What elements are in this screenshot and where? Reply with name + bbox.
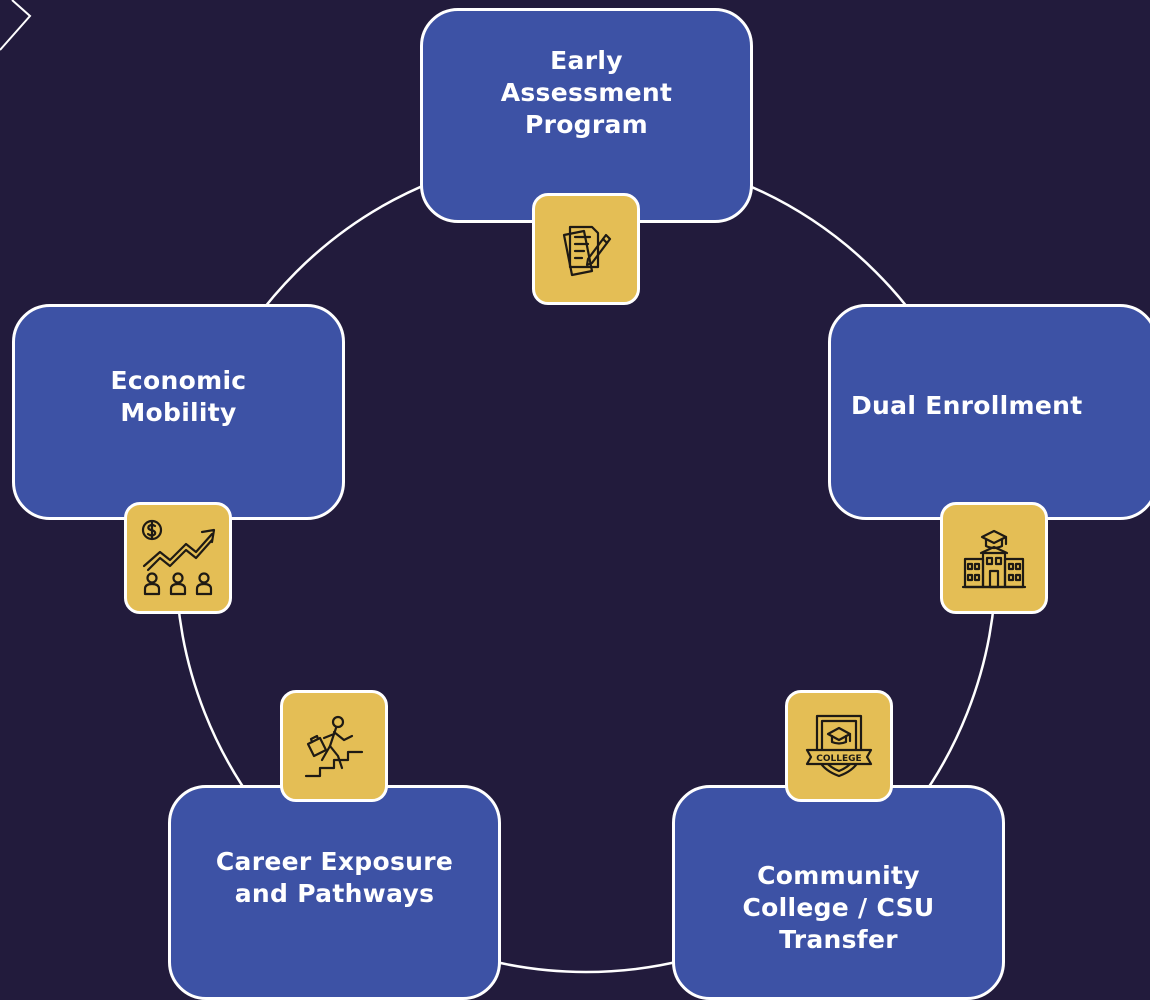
college-crest-text: COLLEGE <box>816 754 861 764</box>
node-career-label: Career Exposure and Pathways <box>215 846 454 908</box>
badge-transfer: COLLEGE <box>785 690 893 802</box>
badge-early-assessment <box>532 193 640 305</box>
badge-career <box>280 690 388 802</box>
node-dual-enrollment: Dual Enrollment <box>828 304 1150 520</box>
badge-mobility <box>124 502 232 614</box>
node-transfer: Community College / CSU Transfer <box>672 785 1005 1000</box>
node-dual-enrollment-label: Dual Enrollment <box>851 391 1083 420</box>
node-early-assessment-label: Early Assessment Program <box>500 46 673 139</box>
college-crest-icon: COLLEGE <box>805 714 873 778</box>
document-pencil-icon <box>562 225 612 277</box>
node-transfer-label: Community College / CSU Transfer <box>742 860 935 954</box>
node-mobility-label: Economic Mobility <box>110 366 247 427</box>
person-climbing-stairs-icon <box>304 715 364 778</box>
badge-dual-enrollment <box>940 502 1048 614</box>
school-building-icon <box>961 529 1027 589</box>
growth-chart-people-icon <box>141 519 216 596</box>
corner-decoration <box>0 0 32 51</box>
node-mobility: Economic Mobility <box>12 304 345 520</box>
node-early-assessment: Early Assessment Program <box>420 8 753 223</box>
node-career: Career Exposure and Pathways <box>168 785 501 1000</box>
